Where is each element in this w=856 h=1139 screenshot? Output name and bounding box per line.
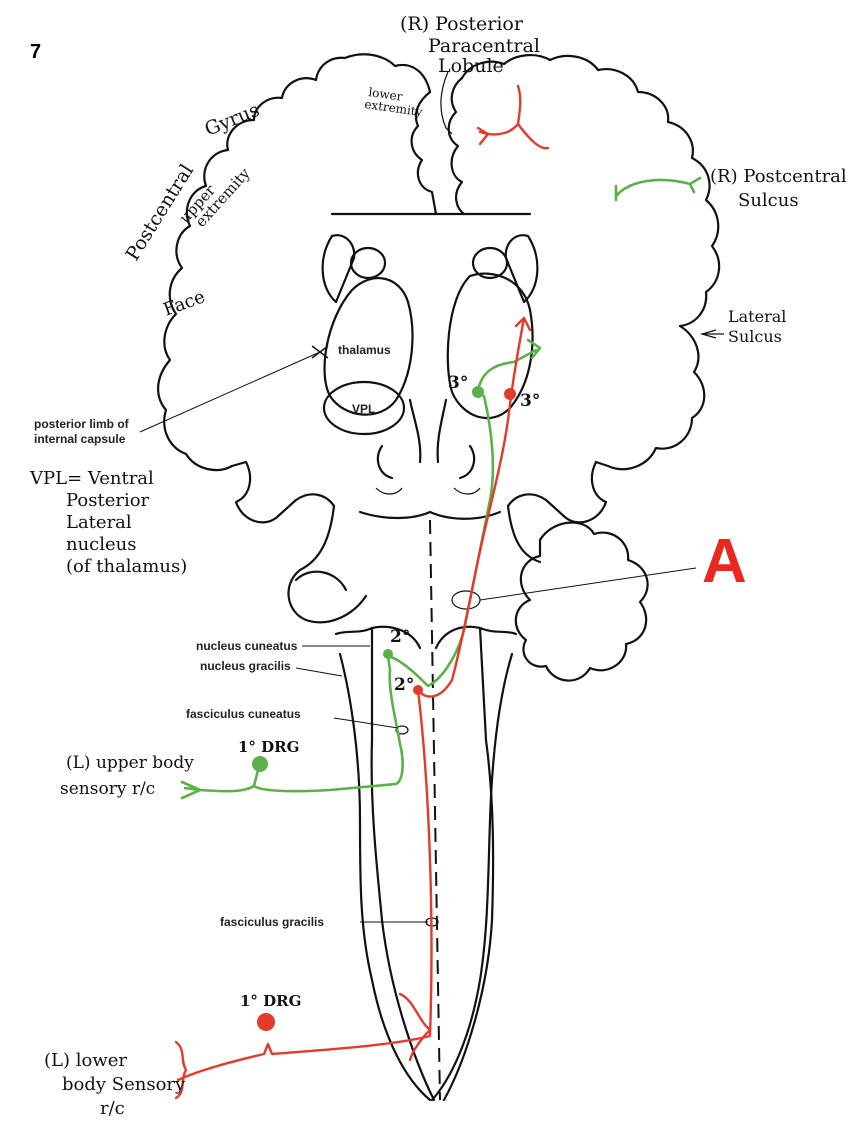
green-primary-fiber (183, 654, 404, 793)
postcentral-sulcus-line2: Sulcus (738, 190, 799, 211)
lateral-sulcus-line2: Sulcus (728, 327, 782, 346)
page-number: 7 (30, 41, 41, 63)
diencephalon (321, 234, 539, 495)
vpl-def-line2: Posterior (66, 490, 150, 511)
medulla-spinal-cord (334, 519, 518, 1102)
upper-body-line1: (L) upper body (66, 753, 194, 773)
third-order-red-label: 3° (520, 391, 540, 411)
posterior-paracentral-line2: Paracentral (428, 35, 540, 57)
nucleus-gracilis-label: nucleus gracilis (200, 659, 291, 673)
fasciculus-cuneatus-label: fasciculus cuneatus (186, 707, 301, 721)
nucleus-cuneatus-label: nucleus cuneatus (196, 639, 298, 653)
fasciculus-gracilis-label: fasciculus gracilis (220, 915, 324, 929)
posterior-limb-line2: internal capsule (34, 432, 126, 446)
vpl-def-line4: nucleus (66, 534, 137, 555)
red-cortex-loop (478, 84, 522, 136)
vpl-label: VPL (352, 402, 375, 416)
lower-extremity-line2: extremity (364, 97, 424, 119)
red-lemniscus (416, 316, 526, 698)
green-drg-neuron (252, 756, 268, 772)
red-2nd-order-neuron (413, 685, 423, 695)
structure-a (451, 590, 481, 610)
cerebellum (514, 521, 649, 682)
left-thalamus (323, 277, 414, 416)
postcentral-sulcus-line1: (R) Postcentral (710, 166, 847, 187)
face-label: Face (161, 286, 208, 320)
upper-body-line2: sensory r/c (60, 779, 155, 799)
lower-body-line3: r/c (100, 1098, 125, 1119)
posterior-limb-line1: posterior limb of (34, 417, 130, 431)
second-order-top-label: 2° (390, 627, 410, 647)
green-postcentral-arc (614, 178, 696, 198)
red-pathway (174, 84, 550, 1100)
drg-lower-label: 1° DRG (240, 992, 301, 1010)
cerebrum-outline (157, 53, 721, 524)
second-order-bottom-label: 2° (394, 675, 414, 695)
leader-lines (139, 71, 724, 923)
thalamus-label: thalamus (338, 343, 391, 357)
brainstem-upper (287, 504, 649, 682)
green-3rd-order-neuron (472, 386, 484, 398)
posterior-paracentral-line3: Lobule (438, 55, 504, 77)
green-2nd-order-neuron (383, 649, 393, 659)
lower-body-line2: body Sensory (62, 1074, 186, 1095)
lateral-sulcus-line1: Lateral (728, 307, 786, 326)
vpl-nucleus (322, 380, 406, 436)
lower-body-line1: (L) lower (44, 1050, 127, 1071)
neuron-somas (252, 386, 516, 1031)
third-order-green-label: 3° (448, 373, 468, 393)
vpl-def-line5: (of thalamus) (66, 556, 187, 577)
vpl-def-line1: VPL= Ventral (29, 468, 154, 489)
red-drg-neuron (257, 1013, 275, 1031)
lower-extremity-line1: lower (368, 85, 404, 104)
red-3rd-order-neuron (504, 388, 516, 400)
red-primary-fiber (176, 688, 433, 1082)
drg-upper-label: 1° DRG (238, 738, 299, 756)
vpl-def-line3: Lateral (66, 512, 132, 533)
midline (429, 519, 441, 1101)
posterior-paracentral-line1: (R) Posterior (400, 13, 524, 35)
gyrus-label: Gyrus (202, 99, 263, 141)
green-pathway (180, 176, 702, 800)
labels: (R) Posterior Paracentral Lobule lower e… (29, 13, 847, 1119)
answer-letter: A (702, 527, 747, 596)
